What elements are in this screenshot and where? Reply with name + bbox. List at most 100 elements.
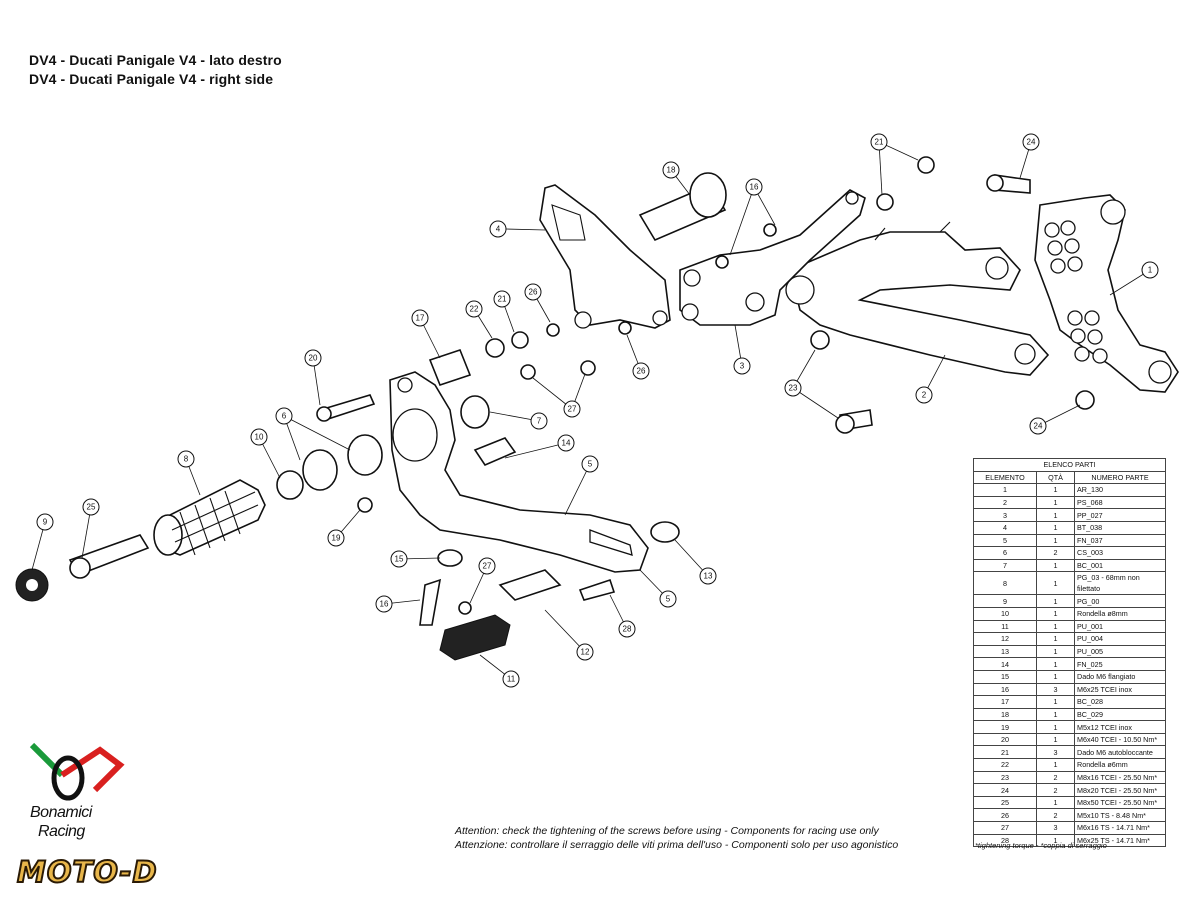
cell-part-number: M8x20 TCEI - 25.50 Nm* [1074,783,1166,797]
callout-21a: 21 [870,133,888,151]
callout-7: 7 [530,412,548,430]
cell-element: 5 [973,533,1037,548]
bonamici-logo-line2: Racing [38,823,85,840]
cell-part-number: M6x16 TS - 14.71 Nm* [1074,821,1166,835]
callout-9: 9 [36,513,54,531]
cell-part-number: PU_001 [1074,619,1166,634]
cell-element: 27 [973,821,1037,835]
cell-qty: 1 [1036,619,1075,634]
cell-qty: 1 [1036,594,1075,608]
bonamici-logo-line1: Bonamici [30,804,92,821]
callout-24b: 24 [1029,417,1047,435]
callout-27a: 27 [563,400,581,418]
callout-16b: 16 [745,178,763,196]
cell-part-number: Dado M6 autobloccante [1074,745,1166,760]
svg-text:17: 17 [416,314,425,323]
cell-element: 4 [973,520,1037,535]
cell-element: 18 [973,707,1037,722]
cell-element: 20 [973,732,1037,747]
cell-qty: 1 [1036,695,1075,709]
cell-element: 6 [973,546,1037,560]
cell-element: 14 [973,657,1037,671]
svg-text:28: 28 [623,625,632,634]
cell-qty: 1 [1036,632,1075,646]
svg-text:21: 21 [875,138,884,147]
callout-6: 6 [275,407,293,425]
cell-qty: 3 [1036,682,1075,697]
svg-text:16: 16 [750,183,759,192]
cell-part-number: M5x10 TS - 8.48 Nm* [1074,808,1166,823]
cell-element: 2 [973,495,1037,510]
cell-element: 8 [973,571,1037,596]
cell-element: 23 [973,770,1037,785]
svg-text:15: 15 [395,555,404,564]
part-4-heel-plate [539,184,671,329]
callout-2: 2 [915,386,933,404]
page-title-english: DV4 - Ducati Panigale V4 - right side [29,71,274,87]
cell-qty: 1 [1036,495,1075,510]
svg-text:21: 21 [498,295,507,304]
moto-d-logo: MOTO-D [16,854,158,890]
cell-part-number: Dado M6 flangiato [1074,669,1166,684]
cell-part-number: PU_005 [1074,644,1166,659]
part-5-lever [389,371,649,573]
cell-part-number: AR_130 [1074,483,1166,497]
torque-note: *tightening torque - *coppia di serraggi… [975,841,1107,850]
callout-26a: 26 [524,283,542,301]
svg-text:24: 24 [1034,422,1043,431]
cell-qty: 1 [1036,669,1075,684]
cell-part-number: PU_004 [1074,632,1166,646]
callout-11: 11 [502,670,520,688]
svg-text:19: 19 [332,534,341,543]
cell-part-number: PS_068 [1074,495,1166,510]
callout-14: 14 [557,434,575,452]
part-2-footpeg-arm [785,221,1050,376]
svg-text:24: 24 [1027,138,1036,147]
hardware [68,156,1095,626]
cell-qty: 1 [1036,533,1075,548]
cell-part-number: FN_037 [1074,533,1166,548]
svg-text:14: 14 [562,439,571,448]
cell-qty: 1 [1036,833,1075,848]
cell-qty: 1 [1036,520,1075,535]
cell-element: 26 [973,808,1037,823]
cell-element: 11 [973,619,1037,634]
svg-text:26: 26 [529,288,538,297]
cell-qty: 1 [1036,508,1075,522]
callout-25: 25 [82,498,100,516]
parts-list-caption: ELENCO PARTI [973,458,1166,472]
cell-element: 17 [973,695,1037,709]
cell-part-number: M8x50 TCEI - 25.50 Nm* [1074,795,1166,810]
cell-qty: 2 [1036,783,1075,797]
svg-text:26: 26 [637,367,646,376]
svg-text:5: 5 [666,595,671,604]
callout-26b: 26 [632,362,650,380]
callout-27b: 27 [478,557,496,575]
attention-note-english: Attention: check the tightening of the s… [455,825,879,837]
col-header-qty: QTÀ [1036,470,1075,485]
cell-part-number: M6x25 TS - 14.71 Nm* [1074,833,1166,848]
cell-element: 16 [973,682,1037,697]
svg-text:12: 12 [581,648,590,657]
cell-qty: 1 [1036,606,1075,621]
cell-qty: 3 [1036,745,1075,760]
cell-part-number: BC_001 [1074,558,1166,573]
cell-element: 9 [973,594,1037,608]
cell-part-number: CS_003 [1074,546,1166,560]
callout-15: 15 [390,550,408,568]
